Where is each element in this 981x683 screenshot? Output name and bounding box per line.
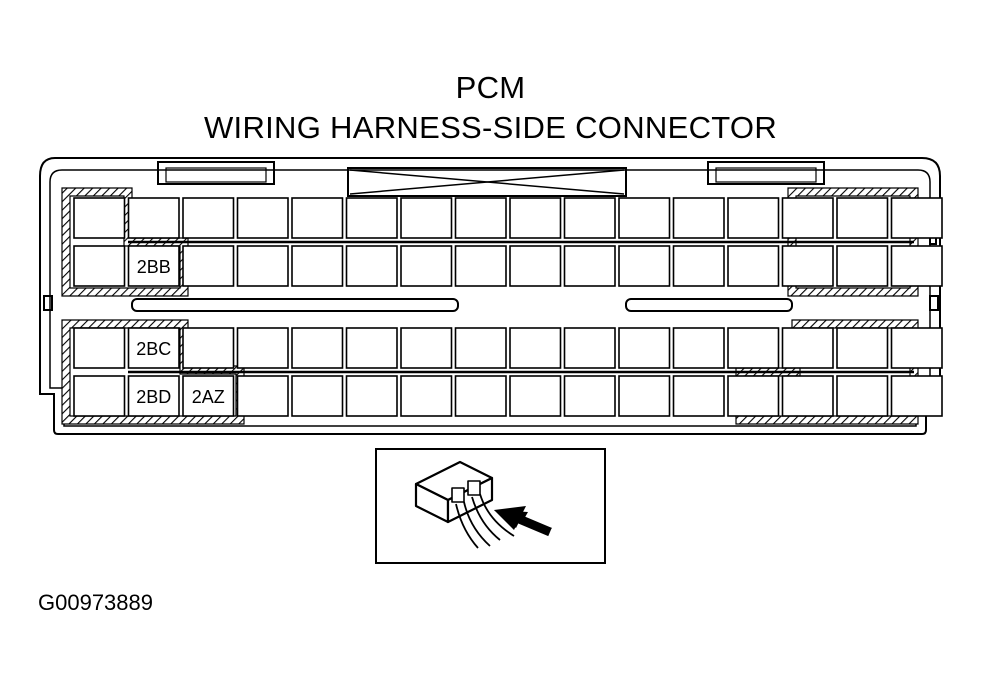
pin-cell: [73, 197, 126, 239]
pin-label-2bd: 2BD: [136, 387, 171, 407]
pin-cell: [73, 327, 126, 369]
pin-cell: [727, 245, 780, 287]
pin-cell: [182, 375, 235, 417]
pin-cell: [890, 327, 943, 369]
pin-cell: [127, 197, 180, 239]
pin-cell: [454, 327, 507, 369]
pin-cell: [890, 197, 943, 239]
view-inset: [375, 448, 606, 564]
pin-cell: [182, 197, 235, 239]
pin-label-2bc: 2BC: [136, 339, 171, 359]
pin-cell: [400, 327, 453, 369]
pin-cell: [781, 245, 834, 287]
pin-cell: [182, 245, 235, 287]
pin-cell: [73, 245, 126, 287]
pin-grid: [73, 197, 943, 417]
pin-cell: [454, 245, 507, 287]
pin-cell: [127, 245, 180, 287]
pin-cell: [672, 327, 725, 369]
pin-cell: [236, 327, 289, 369]
pin-cell: [563, 197, 616, 239]
pin-cell: [727, 197, 780, 239]
pin-cell: [236, 197, 289, 239]
pin-cell: [727, 327, 780, 369]
pin-cell: [291, 245, 344, 287]
pin-cell: [836, 375, 889, 417]
pin-cell: [291, 375, 344, 417]
pin-labels: 2BB 2BC 2BD 2AZ: [136, 257, 225, 407]
pin-cell: [618, 197, 671, 239]
pin-cell: [836, 197, 889, 239]
pin-cell: [781, 197, 834, 239]
pin-cell: [454, 375, 507, 417]
diagram-title: PCM: [455, 70, 526, 105]
pin-cell: [672, 375, 725, 417]
pin-cell: [400, 375, 453, 417]
pin-cell: [182, 327, 235, 369]
figure-code: G00973889: [38, 590, 153, 615]
pin-cell: [618, 375, 671, 417]
pin-cell: [563, 375, 616, 417]
pin-cell: [836, 245, 889, 287]
diagram-subtitle: WIRING HARNESS-SIDE CONNECTOR: [203, 110, 778, 145]
pin-cell: [890, 245, 943, 287]
pin-cell: [236, 375, 289, 417]
pin-cell: [400, 197, 453, 239]
pin-cell: [781, 327, 834, 369]
pin-cell: [563, 245, 616, 287]
pin-cell: [454, 197, 507, 239]
pin-cell: [509, 327, 562, 369]
pin-cell: [400, 245, 453, 287]
pin-cell: [672, 197, 725, 239]
pin-cell: [236, 245, 289, 287]
pin-cell: [890, 375, 943, 417]
pin-cell: [291, 197, 344, 239]
pin-cell: [345, 197, 398, 239]
pin-cell: [73, 375, 126, 417]
pin-cell: [618, 327, 671, 369]
pin-cell: [836, 327, 889, 369]
pin-cell: [727, 375, 780, 417]
pin-cell: [345, 327, 398, 369]
pin-cell: [509, 245, 562, 287]
pin-cell: [509, 197, 562, 239]
pin-cell: [672, 245, 725, 287]
pin-cell: [563, 327, 616, 369]
pin-cell: [127, 327, 180, 369]
pin-cell: [291, 327, 344, 369]
pin-cell: [618, 245, 671, 287]
pin-cell: [781, 375, 834, 417]
pin-cell: [345, 245, 398, 287]
pin-label-2az: 2AZ: [192, 387, 225, 407]
arrow-icon: [494, 506, 552, 537]
connector-icon: [414, 460, 515, 549]
connector-housing: [39, 157, 941, 435]
pin-cell: [127, 375, 180, 417]
pin-cell: [345, 375, 398, 417]
pin-cell: [509, 375, 562, 417]
pin-label-2bb: 2BB: [137, 257, 171, 277]
